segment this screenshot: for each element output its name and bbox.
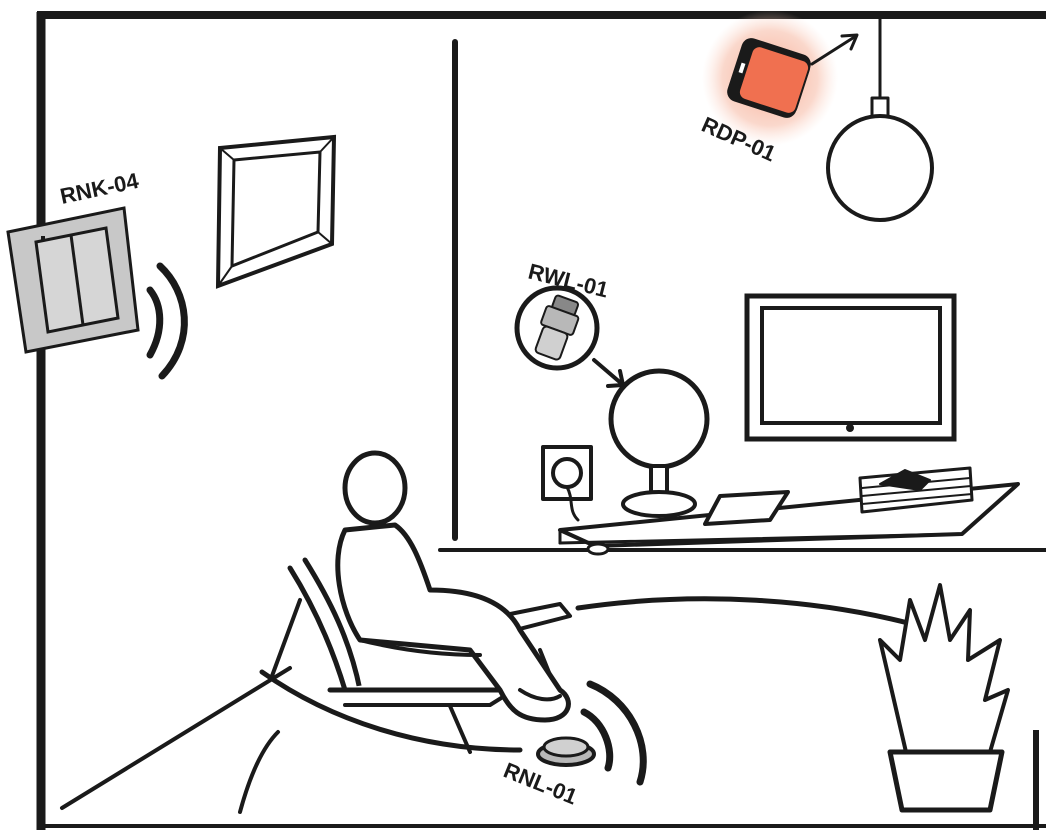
- pendant-lamp: [828, 18, 932, 220]
- table-lamp: [611, 371, 707, 516]
- wireless-signal-icon: [150, 266, 184, 376]
- arrow-to-lamp-icon: [594, 360, 623, 386]
- wall-socket: [543, 447, 591, 520]
- picture-frame: [218, 137, 334, 286]
- television: [747, 296, 954, 439]
- rnl-01-button: [538, 738, 594, 765]
- rnk-04-switch: [8, 208, 138, 352]
- rwl-01-adapter: [517, 288, 597, 368]
- wireless-signal-icon: [584, 684, 643, 782]
- device-label-rnk-04: RNK-04: [58, 168, 142, 209]
